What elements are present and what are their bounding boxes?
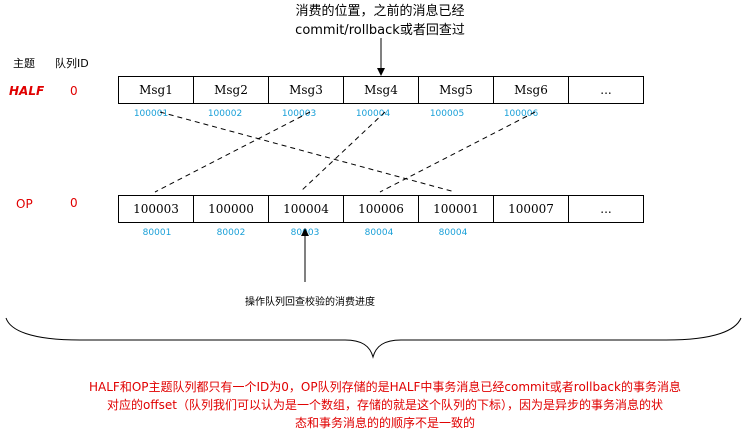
mapping-line-msg4	[299, 111, 386, 193]
half-cell: Msg1	[118, 76, 194, 104]
topic-header: 主题	[13, 57, 35, 70]
op-cell: ...	[568, 195, 644, 223]
op-cell: 100007	[493, 195, 569, 223]
half-cell: Msg3	[268, 76, 344, 104]
half-cell: Msg6	[493, 76, 569, 104]
explanation-line-2: 对应的offset（队列我们可以认为是一个数组，存储的就是这个队列的下标），因为…	[107, 398, 663, 412]
op-queue-id: 0	[70, 196, 78, 210]
half-offset: 100005	[429, 109, 465, 119]
half-offset: 100001	[133, 109, 169, 119]
op-cell: 100006	[343, 195, 419, 223]
op-topic-name: OP	[16, 197, 33, 211]
half-queue: Msg1 Msg2 Msg3 Msg4 Msg5 Msg6 ...	[118, 76, 644, 104]
half-offset: 100003	[281, 109, 317, 119]
half-topic-name: HALF	[9, 84, 45, 98]
consume-position-note-line-1: 消费的位置，之前的消息已经	[295, 4, 465, 19]
mapping-line-msg3	[154, 111, 311, 193]
op-cell: 100004	[268, 195, 344, 223]
op-cell: 100003	[118, 195, 194, 223]
queue-id-header: 队列ID	[55, 57, 89, 70]
half-offset: 100004	[355, 109, 391, 119]
explanation-line-1: HALF和OP主题队列都只有一个ID为0，OP队列存储的是HALF中事务消息已经…	[89, 380, 681, 394]
half-cell: ...	[568, 76, 644, 104]
op-progress-note: 操作队列回查校验的消费进度	[245, 297, 375, 308]
mapping-line-msg6	[379, 111, 536, 193]
op-cell: 100001	[418, 195, 494, 223]
op-offset: 80001	[142, 228, 172, 238]
explanation-text: HALF和OP主题队列都只有一个ID为0，OP队列存储的是HALF中事务消息已经…	[60, 378, 710, 432]
half-offsets: 100001 100002 100003 100004 100005 10000…	[114, 109, 558, 123]
op-cell: 100000	[193, 195, 269, 223]
op-offset: 80002	[216, 228, 246, 238]
half-offset: 100006	[503, 109, 539, 119]
half-queue-id: 0	[70, 84, 78, 98]
half-cell: Msg5	[418, 76, 494, 104]
mapping-line-msg1	[159, 111, 456, 193]
explanation-line-3: 态和事务消息的的顺序不是一致的	[294, 416, 475, 430]
consume-position-note-line-2: commit/rollback或者回查过	[295, 23, 465, 38]
summary-brace	[5, 317, 742, 359]
op-queue: 100003 100000 100004 100006 100001 10000…	[118, 195, 644, 223]
op-offset: 80004	[438, 228, 468, 238]
op-offset: 80004	[364, 228, 394, 238]
consume-position-note: 消费的位置，之前的消息已经 commit/rollback或者回查过	[280, 2, 480, 40]
half-offset: 100002	[207, 109, 243, 119]
